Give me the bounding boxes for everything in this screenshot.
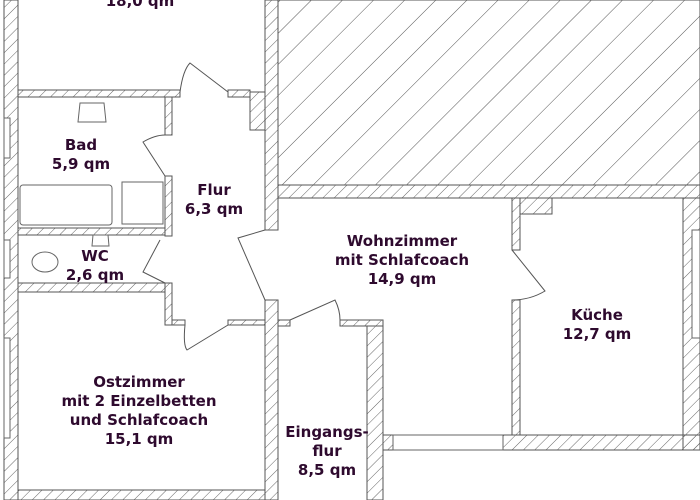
wall xyxy=(339,319,384,327)
door xyxy=(142,239,166,284)
room-area: 12,7 qm xyxy=(562,325,632,343)
wall xyxy=(277,184,700,199)
window-wohnzimmer xyxy=(392,434,504,451)
toilet xyxy=(31,251,59,273)
wall xyxy=(249,91,266,131)
bathtub xyxy=(19,184,113,226)
sink-wc xyxy=(91,234,110,247)
wall xyxy=(17,489,266,500)
wall xyxy=(164,282,173,326)
excluded-area xyxy=(277,0,700,186)
room-name: WC xyxy=(81,247,109,265)
wall xyxy=(264,0,279,231)
room-name: Flur xyxy=(197,181,231,199)
room-area: 5,9 qm xyxy=(51,155,111,173)
room-area: 18,0 qm xyxy=(105,0,175,10)
window-bad xyxy=(3,117,11,159)
room-area: 15,1 qm xyxy=(104,430,174,448)
wall xyxy=(264,299,279,500)
window-kueche xyxy=(691,229,700,339)
room-name: flur xyxy=(312,442,342,460)
shower xyxy=(121,181,164,225)
sink xyxy=(77,102,107,123)
wall xyxy=(164,175,173,237)
room-name: Ostzimmer xyxy=(93,373,185,391)
wall xyxy=(511,197,521,251)
room-name: mit Schlafcoach xyxy=(334,251,470,269)
window-wc xyxy=(3,239,11,279)
room-name: mit 2 Einzelbetten xyxy=(61,392,217,410)
wall xyxy=(164,96,173,136)
room-name: und Schlafcoach xyxy=(69,411,209,429)
wall xyxy=(171,319,186,326)
wall xyxy=(519,197,553,215)
room-name: Wohnzimmer xyxy=(346,232,458,250)
door xyxy=(179,62,229,93)
wall xyxy=(227,319,266,326)
room-name: Eingangs- xyxy=(285,423,369,441)
wall xyxy=(366,325,384,500)
window-ost xyxy=(3,337,11,439)
wall xyxy=(17,282,166,293)
door xyxy=(142,134,166,177)
door xyxy=(183,324,229,351)
door xyxy=(237,229,266,301)
room-area: 8,5 qm xyxy=(297,461,357,479)
room-name: Küche xyxy=(571,306,623,324)
door xyxy=(289,299,341,321)
door xyxy=(511,249,546,301)
wall xyxy=(227,89,251,98)
room-area: 2,6 qm xyxy=(65,266,125,284)
room-name: Bad xyxy=(64,136,98,154)
wall xyxy=(277,319,291,327)
room-label-top: 18,0 qm xyxy=(106,0,175,11)
room-area: 14,9 qm xyxy=(367,270,437,288)
wall xyxy=(17,227,166,236)
wall xyxy=(17,89,181,98)
wall xyxy=(511,299,521,436)
room-area: 6,3 qm xyxy=(184,200,244,218)
